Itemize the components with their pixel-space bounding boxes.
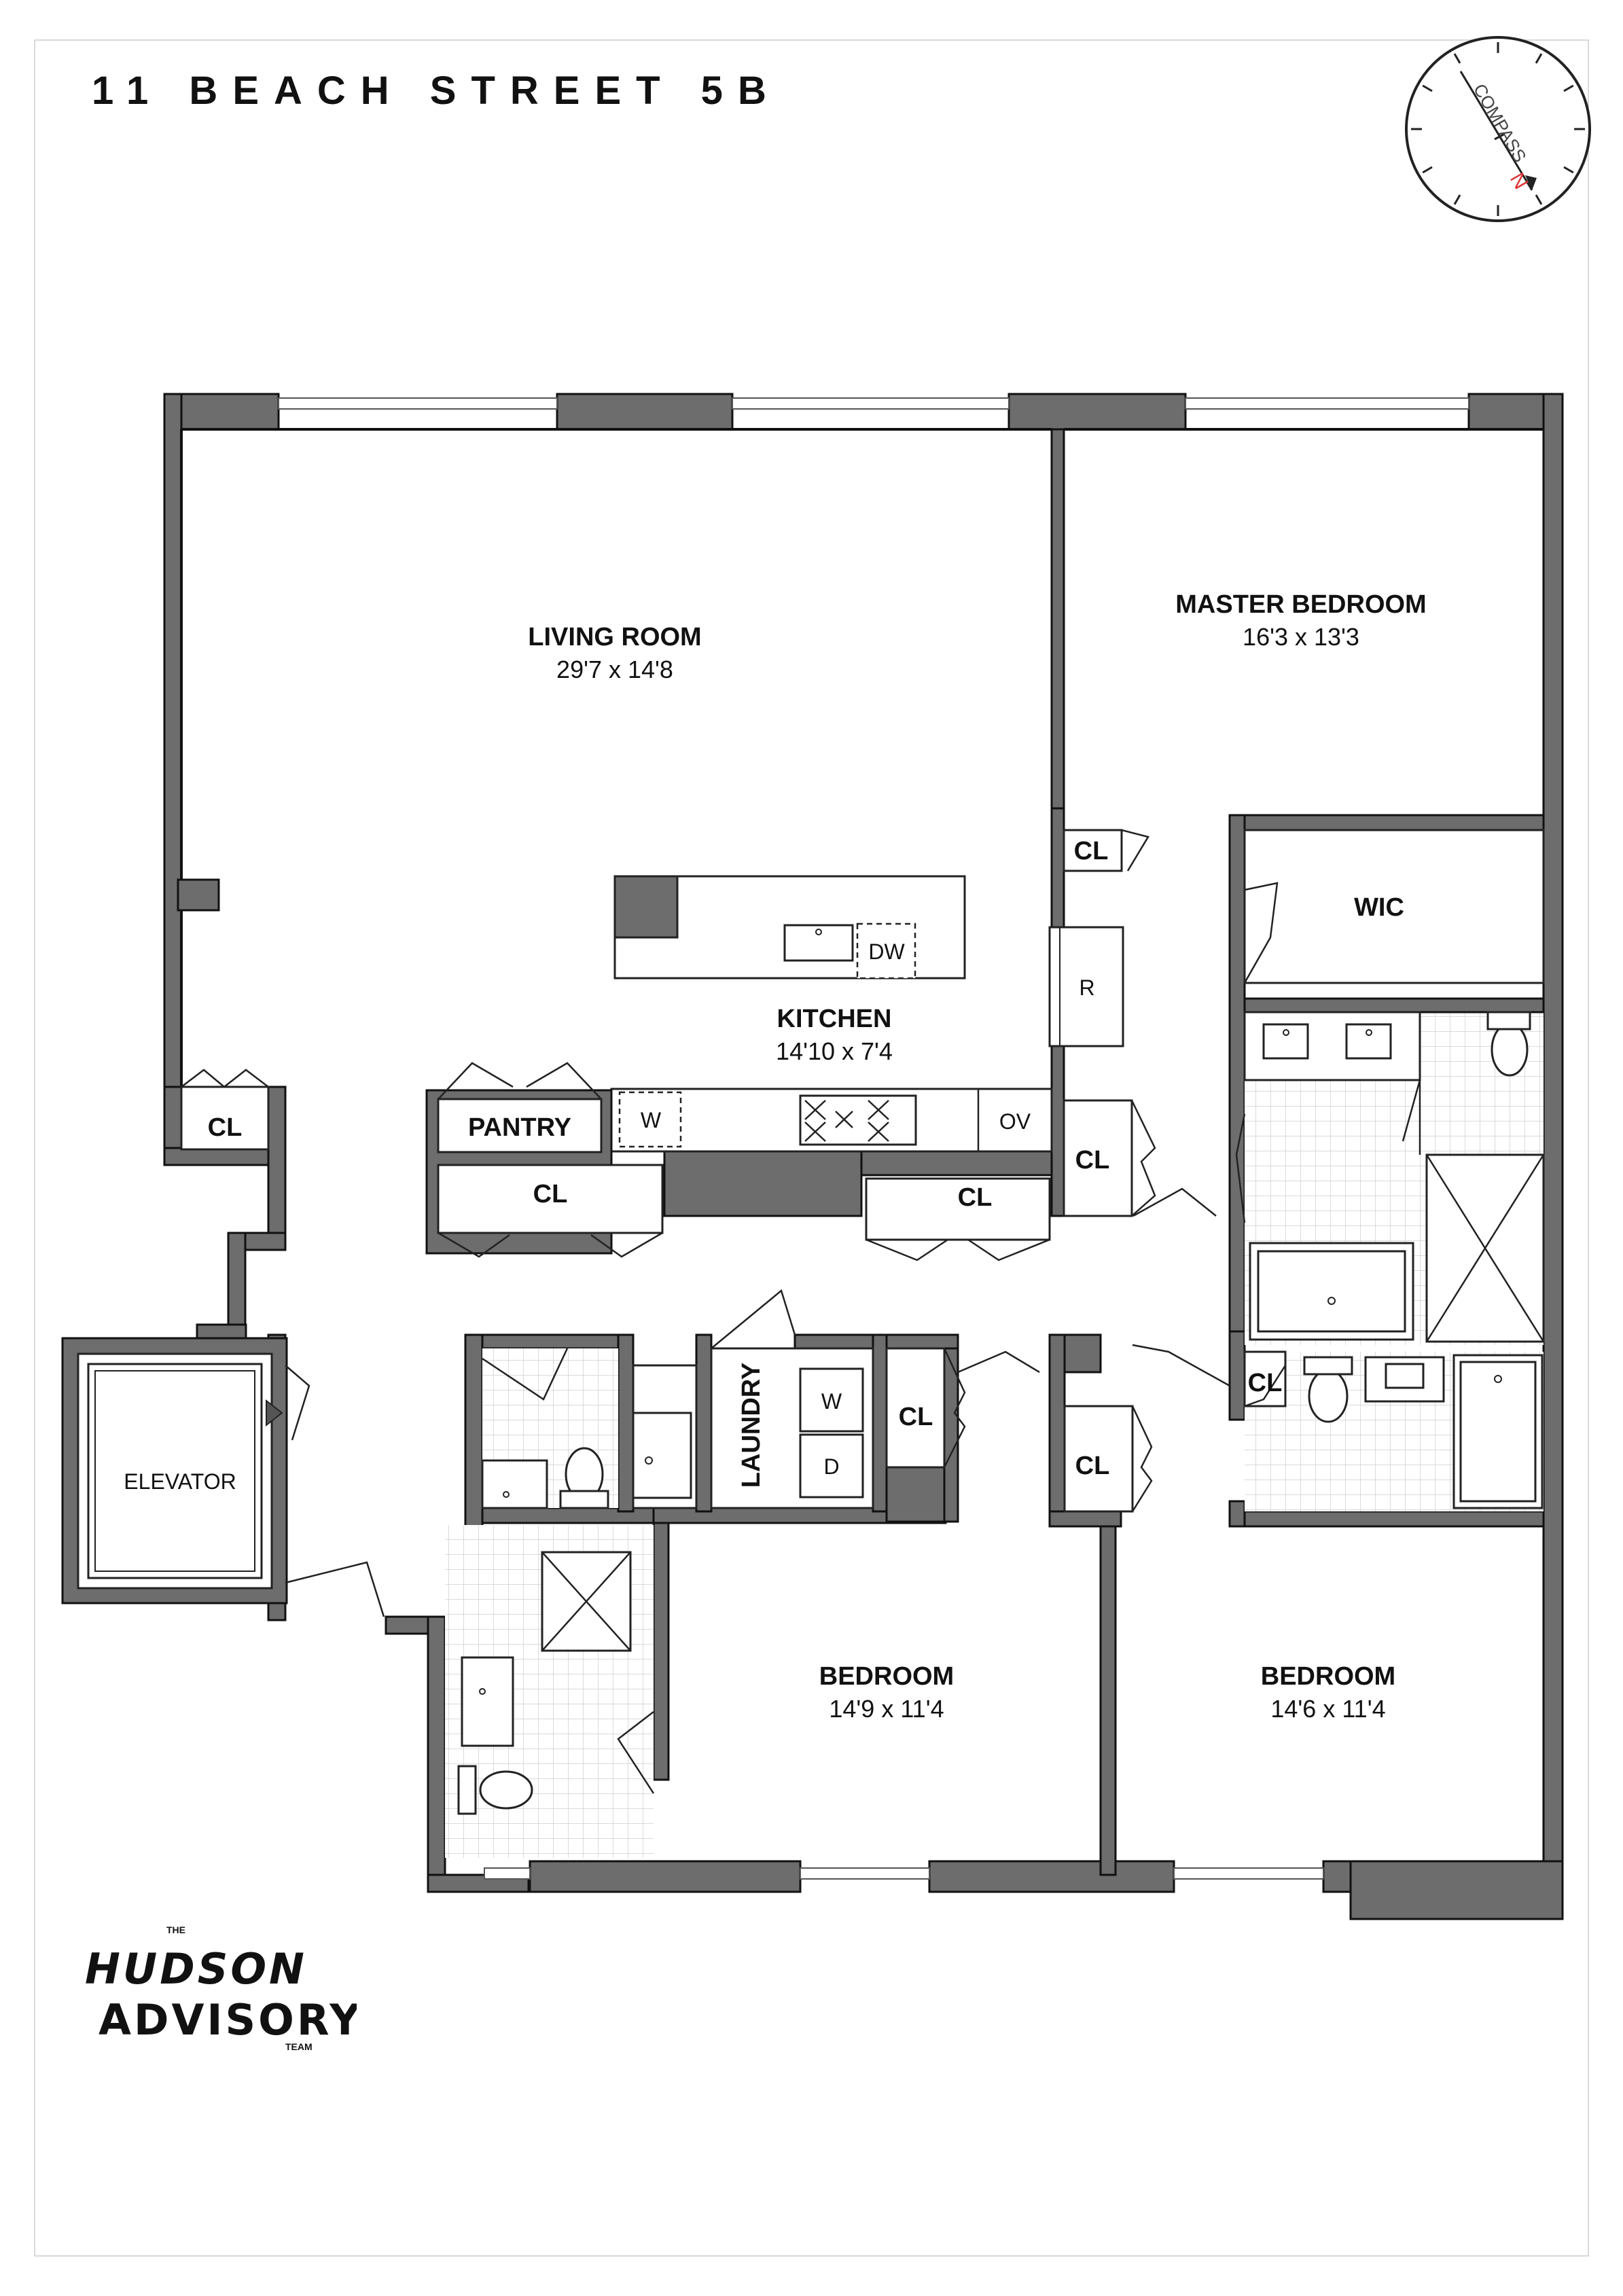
bathroom-upper-left — [481, 1348, 618, 1509]
living-room-name: LIVING ROOM — [528, 623, 701, 651]
wine-label: W — [641, 1108, 662, 1132]
closet-left-label: CL — [208, 1113, 243, 1142]
closet-master-label: CL — [1074, 837, 1109, 865]
closet-bath-master-label: CL — [1248, 1369, 1283, 1397]
bedroom-left-dims: 14'9 x 11'4 — [829, 1695, 944, 1723]
exterior-walls — [163, 393, 1564, 1920]
page-border — [34, 39, 1589, 2257]
master-bedroom-name: MASTER BEDROOM — [1175, 590, 1426, 619]
dryer-label: D — [823, 1454, 839, 1479]
bathroom-lower-left — [445, 1525, 655, 1858]
elevator: ELEVATOR — [61, 1337, 288, 1604]
dishwasher-label: DW — [868, 939, 905, 964]
kitchen-dims: 14'10 x 7'4 — [776, 1037, 893, 1065]
closet-left: CL — [180, 1069, 270, 1151]
listing-title: 11 BEACH STREET 5B — [92, 69, 781, 113]
elevator-label: ELEVATOR — [124, 1469, 236, 1494]
closet-lower-left-label: CL — [533, 1180, 568, 1208]
brand-bottom: TEAM — [285, 2041, 313, 2052]
closet-bedroom-right-label: CL — [1075, 1452, 1110, 1480]
closet-bedroom-right: CL — [1063, 1405, 1153, 1513]
brand-line1: HUDSON — [85, 1944, 307, 1994]
closet-kitchen-right: CL — [1063, 1099, 1156, 1217]
closet-lower-right-label: CL — [958, 1183, 993, 1212]
room-labels: LIVING ROOM 29'7 x 14'8 MASTER BEDROOM 1… — [528, 590, 1426, 1723]
bedroom-left-name: BEDROOM — [819, 1662, 954, 1691]
laundry-label: LAUNDRY — [737, 1363, 766, 1488]
walk-in-closet: WIC — [1243, 829, 1545, 984]
brand-logo: THE HUDSON ADVISORY TEAM — [85, 1924, 357, 2052]
compass-icon: COMPASS N — [1405, 36, 1591, 222]
wic-label: WIC — [1354, 893, 1404, 922]
bath-right: CL — [1243, 1350, 1544, 1511]
laundry-room: W D LAUNDRY — [632, 1289, 874, 1509]
oven-label: OV — [999, 1109, 1031, 1134]
refrigerator: R — [1048, 926, 1124, 1047]
closet-lower-left: CL — [437, 1164, 664, 1258]
kitchen-island: DW — [613, 875, 966, 980]
interior-lines — [180, 428, 1544, 1087]
bedroom-right-name: BEDROOM — [1261, 1662, 1395, 1691]
refrigerator-label: R — [1079, 975, 1094, 1000]
kitchen-counter: W OV — [610, 1088, 1053, 1153]
pantry-label: PANTRY — [468, 1113, 571, 1142]
closet-lower-right: CL — [865, 1177, 1051, 1261]
closet-kitchen-right-label: CL — [1075, 1146, 1110, 1174]
washer-label: W — [821, 1389, 842, 1414]
closet-master: CL — [1063, 829, 1149, 872]
living-room-dims: 29'7 x 14'8 — [556, 656, 673, 683]
kitchen-name: KITCHEN — [777, 1005, 892, 1033]
brand-top: THE — [166, 1924, 185, 1935]
master-bathroom — [1235, 997, 1545, 1345]
master-bedroom-dims: 16'3 x 13'3 — [1243, 623, 1359, 651]
doors — [285, 1187, 1230, 1617]
closet-laundry: CL — [885, 1347, 966, 1469]
bedroom-right-dims: 14'6 x 11'4 — [1270, 1695, 1385, 1723]
closet-laundry-label: CL — [899, 1403, 933, 1431]
windows — [278, 397, 1469, 1880]
brand-line2: ADVISORY — [99, 1995, 357, 2045]
